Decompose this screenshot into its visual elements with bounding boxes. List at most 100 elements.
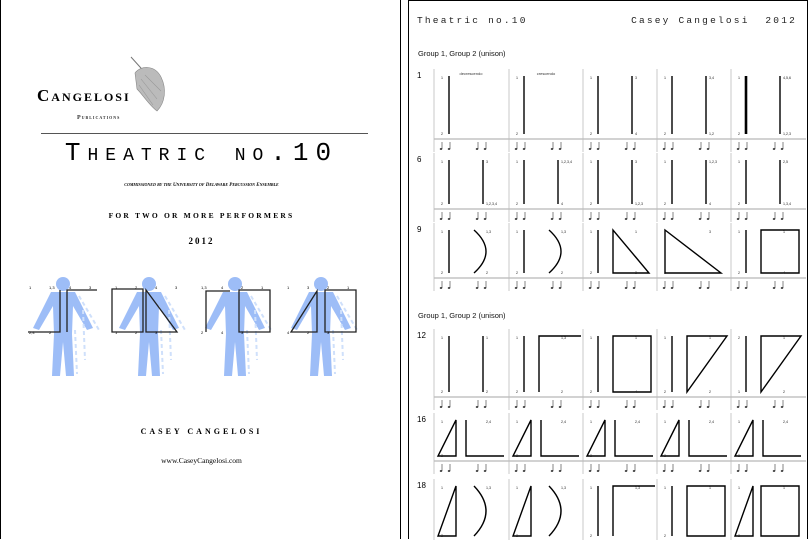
rhythm-notehead [670,218,674,220]
rhythm-notehead [558,287,562,289]
point-label: 3 [738,534,740,538]
website-link[interactable]: www.CaseyCangelosi.com [161,456,242,465]
rhythm-notehead [483,148,487,150]
point-label: 2 [441,202,443,206]
figure-body [291,292,351,376]
publisher-logo: Cangelosi [37,86,131,105]
point-label: 2 [590,132,592,136]
score-cell: 121,2,34 [656,153,717,222]
figure-label: 1,3 [201,285,207,290]
point-label: 2 [664,132,666,136]
figure-shape [205,290,230,332]
rhythm-notehead [596,218,600,220]
figure-label: 1 [29,285,32,290]
point-label: 1 [664,76,666,80]
rhythm-notehead [624,470,628,472]
rhythm-notehead [588,470,592,472]
rhythm-notehead [780,470,784,472]
motion-path-shape [612,228,651,274]
figure-label: 1,3 [49,285,55,290]
figure-body [205,292,265,376]
divider [41,133,368,134]
point-label: 1 [590,486,592,490]
motion-path-shape [548,485,562,537]
figure-motion-trail [160,295,186,375]
rhythm-notehead [624,287,628,289]
point-label: 4 [635,132,637,136]
point-label: 1 [664,160,666,164]
figure-label: 1 [287,285,290,290]
score-cell: 124,5,61,2,3 [730,69,791,152]
rhythm-notehead [780,218,784,220]
rhythm-notehead [514,470,518,472]
motion-path-shape [437,485,457,537]
point-label: 1 [783,336,785,340]
point-label: 1,3 [486,486,491,490]
score-cell: 121,2,3,44 [508,153,572,222]
figure-label: 3 [155,330,158,335]
motion-path-shape [612,485,655,536]
rhythm-notehead [514,148,518,150]
rhythm-notehead [632,218,636,220]
point-label: 1 [664,230,666,234]
rhythm-notehead [698,218,702,220]
point-label: 2 [590,534,592,538]
cover-title: Theatric no.10 [64,138,339,168]
point-label: 2,5 [783,160,788,164]
motion-path-shape [612,335,652,393]
point-label: 3 [664,454,666,458]
point-label: 3 [635,76,637,80]
rhythm-notehead [662,218,666,220]
cover-year: 2012 [188,236,215,246]
point-label: 2 [590,390,592,394]
rhythm-notehead [706,470,710,472]
rhythm-notehead [439,470,443,472]
group-heading: Group 1, Group 2 (unison) [418,49,506,58]
figure-shape [145,288,179,333]
figure-shape [28,290,61,333]
point-label: 3 [486,160,488,164]
rhythm-notehead [558,406,562,408]
rhythm-notehead [483,218,487,220]
rhythm-notehead [475,470,479,472]
point-label: 2,4 [486,420,491,424]
rhythm-notehead [596,148,600,150]
point-label: 1,2,3 [709,160,717,164]
point-label: 1 [590,230,592,234]
score-cell: 132,4 [656,413,727,474]
rhythm-notehead [439,287,443,289]
score-cell: 121,32 [508,329,581,410]
figure-motion-trail [332,295,358,375]
rhythm-notehead [662,406,666,408]
measure-number: 12 [417,331,426,340]
point-label: 1 [783,486,785,490]
motion-path-shape [686,335,729,395]
point-label: 2 [561,390,563,394]
score-cell: 123 [656,223,724,291]
motion-path-shape [614,420,653,457]
figure-label: 3 [327,330,330,335]
figure-body [119,292,179,376]
rhythm-notehead [447,287,451,289]
motion-path-shape [465,420,504,457]
figure-shape [238,289,271,333]
figure-label: 3 [89,285,92,290]
figure-label: 2 [241,285,244,290]
score-cell: 131,3 [433,479,491,540]
point-label: 1 [516,486,518,490]
figure-label: 4 [155,285,158,290]
rhythm-notehead [670,406,674,408]
point-label: 1 [516,420,518,424]
figure-label: 2 [201,330,204,335]
rhythm-notehead [596,287,600,289]
point-label: 2 [738,132,740,136]
point-label: 2 [590,271,592,275]
figure-label: 2 [135,330,138,335]
